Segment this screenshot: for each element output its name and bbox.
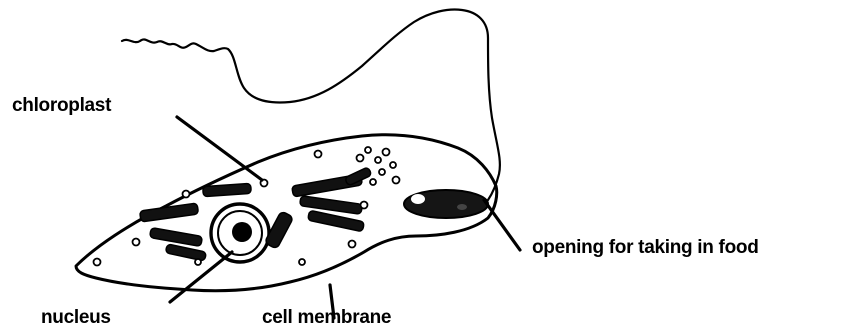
label-nucleus: nucleus <box>41 307 111 328</box>
label-cell-membrane: cell membrane <box>262 307 391 328</box>
chloroplast-6 <box>300 196 363 215</box>
nucleolus <box>232 222 252 242</box>
chloroplast-4 <box>165 244 206 261</box>
label-chloroplast: chloroplast <box>12 95 112 116</box>
chloroplast-3 <box>150 228 203 247</box>
label-opening-for-food: opening for taking in food <box>532 237 759 258</box>
opening-leader <box>484 200 520 250</box>
flagellum <box>122 10 500 201</box>
chloroplast-leader <box>177 117 262 180</box>
reservoir <box>404 190 488 218</box>
